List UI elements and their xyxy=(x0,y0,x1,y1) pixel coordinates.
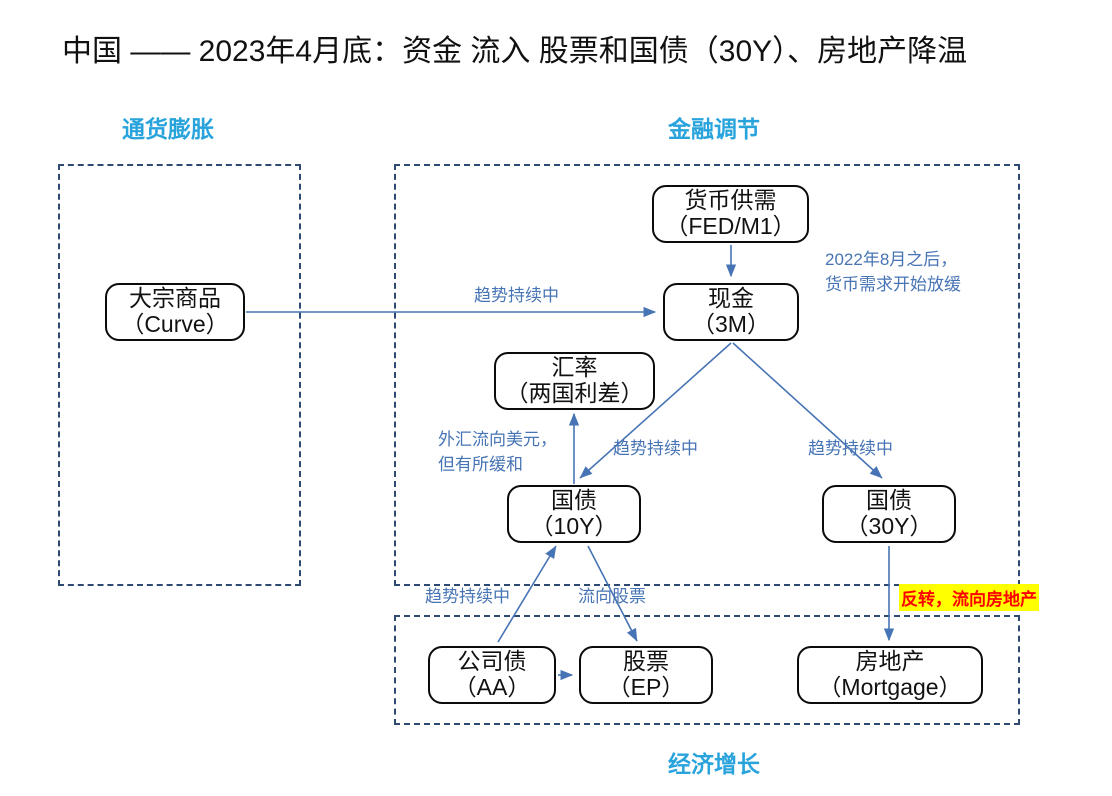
edge-label-fx-flow-line1: 外汇流向美元， xyxy=(438,430,557,449)
node-bond-10y[interactable]: 国债 （10Y） xyxy=(507,485,641,543)
node-real-estate-line1: 房地产 xyxy=(855,648,925,675)
node-corporate-bond[interactable]: 公司债 （AA） xyxy=(428,646,556,704)
node-money-supply-line1: 货币供需 xyxy=(684,187,777,214)
edge-label-fx-flow-line2: 但有所缓和 xyxy=(438,454,523,474)
node-bond-30y-line1: 国债 xyxy=(866,487,912,514)
node-exchange-rate-line2: （两国利差） xyxy=(505,380,644,406)
node-exchange-rate-line1: 汇率 xyxy=(551,354,598,381)
zone-label-financial: 金融调节 xyxy=(668,116,760,142)
edge-label-fx-flow: 外汇流向美元， 但有所缓和 xyxy=(438,428,557,477)
edge-label-trend-corp-bond10: 趋势持续中 xyxy=(425,587,510,606)
node-stock-line1: 股票 xyxy=(623,648,669,675)
node-money-supply-line2: （FED/M1） xyxy=(665,213,796,239)
edge-label-money-demand-note: 2022年8月之后， 货币需求开始放缓 xyxy=(825,248,961,297)
zone-label-inflation: 通货膨胀 xyxy=(122,116,214,142)
node-corporate-bond-line1: 公司债 xyxy=(457,648,527,675)
node-cash-line2: （3M） xyxy=(692,311,770,337)
edge-label-to-stock: 流向股票 xyxy=(578,587,646,606)
zone-inflation xyxy=(58,164,301,586)
edge-label-trend-commodity-cash: 趋势持续中 xyxy=(474,286,559,305)
node-commodity-line1: 大宗商品 xyxy=(129,285,221,312)
node-stock-line2: （EP） xyxy=(607,674,685,700)
zone-economic-growth xyxy=(394,615,1020,725)
node-bond-10y-line1: 国债 xyxy=(551,487,597,514)
node-commodity-line2: （Curve） xyxy=(121,311,229,337)
node-corporate-bond-line2: （AA） xyxy=(453,674,531,700)
node-real-estate-line2: （Mortgage） xyxy=(818,674,962,700)
node-exchange-rate[interactable]: 汇率 （两国利差） xyxy=(494,352,655,410)
edge-label-money-demand-note-line2: 货币需求开始放缓 xyxy=(825,274,961,294)
edge-label-trend-cash-bond30: 趋势持续中 xyxy=(808,439,893,458)
node-stock[interactable]: 股票 （EP） xyxy=(579,646,713,704)
edge-label-money-demand-note-line1: 2022年8月之后， xyxy=(825,250,958,269)
edge-label-trend-cash-bond10: 趋势持续中 xyxy=(613,439,698,458)
zone-financial xyxy=(394,164,1020,586)
node-money-supply[interactable]: 货币供需 （FED/M1） xyxy=(652,185,809,243)
node-cash[interactable]: 现金 （3M） xyxy=(663,283,799,341)
node-bond-10y-line2: （10Y） xyxy=(530,513,618,539)
node-bond-30y[interactable]: 国债 （30Y） xyxy=(822,485,956,543)
node-real-estate[interactable]: 房地产 （Mortgage） xyxy=(797,646,983,704)
node-bond-30y-line2: （30Y） xyxy=(845,513,933,539)
page-title: 中国 —— 2023年4月底：资金 流入 股票和国债（30Y）、房地产降温 xyxy=(62,35,968,68)
edge-label-reversal-highlight: 反转，流向房地产 xyxy=(899,584,1039,611)
node-commodity[interactable]: 大宗商品 （Curve） xyxy=(105,283,245,341)
zone-label-economic-growth: 经济增长 xyxy=(668,751,760,777)
node-cash-line1: 现金 xyxy=(708,285,754,312)
